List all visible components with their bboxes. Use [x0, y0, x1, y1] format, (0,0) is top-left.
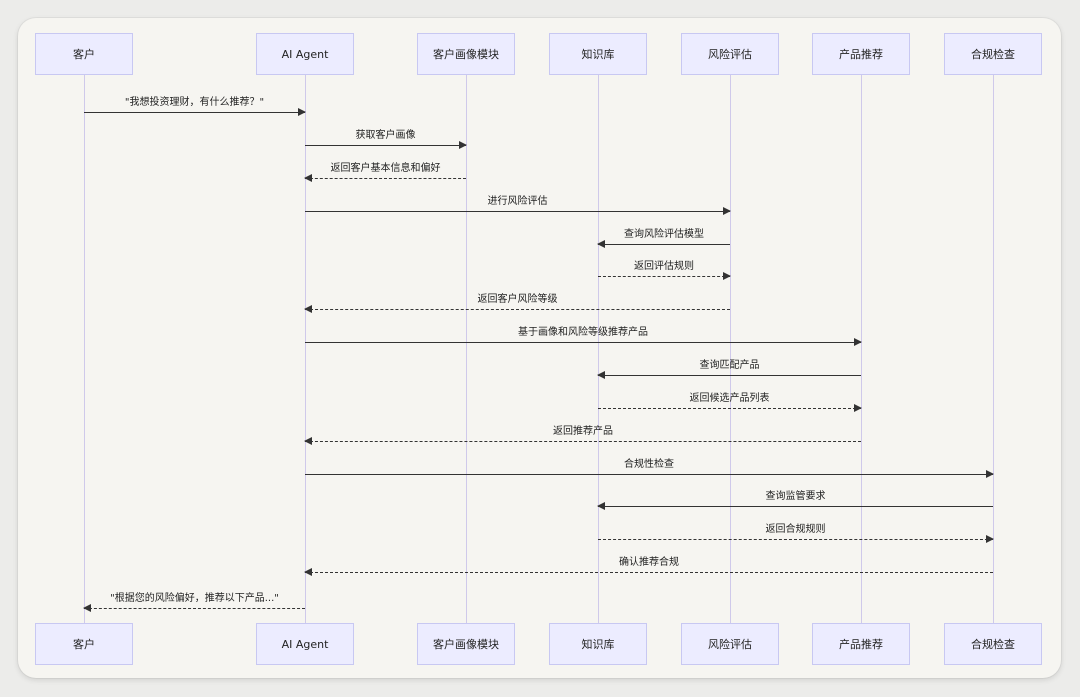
arrowhead-icon — [597, 240, 605, 248]
message-label: 进行风险评估 — [487, 196, 548, 207]
message-line — [305, 572, 993, 573]
message-line — [305, 342, 861, 343]
actor-bottom-customer: 客户 — [35, 623, 133, 665]
message-line — [84, 112, 305, 113]
arrowhead-icon — [986, 535, 994, 543]
arrowhead-icon — [854, 404, 862, 412]
arrowhead-icon — [298, 108, 306, 116]
message-line — [598, 408, 861, 409]
actor-top-kb: 知识库 — [549, 33, 647, 75]
arrowhead-icon — [304, 305, 312, 313]
message-label: 返回客户风险等级 — [477, 294, 558, 305]
actor-top-profile: 客户画像模块 — [417, 33, 515, 75]
actor-top-risk: 风险评估 — [681, 33, 779, 75]
message-line — [305, 441, 861, 442]
message-label: 确认推荐合规 — [619, 557, 679, 568]
message-label: 查询监管要求 — [765, 491, 826, 502]
message-label: "我想投资理财，有什么推荐？" — [124, 97, 265, 108]
lifeline-compliance — [993, 75, 994, 623]
message-label: "根据您的风险偏好，推荐以下产品..." — [110, 593, 279, 604]
arrowhead-icon — [723, 272, 731, 280]
message-label: 基于画像和风险等级推荐产品 — [518, 327, 648, 338]
message-label: 返回候选产品列表 — [689, 393, 770, 404]
lifeline-recommend — [861, 75, 862, 623]
actor-bottom-recommend: 产品推荐 — [812, 623, 910, 665]
arrowhead-icon — [304, 174, 312, 182]
actor-bottom-profile: 客户画像模块 — [417, 623, 515, 665]
lifeline-risk — [730, 75, 731, 623]
message-line — [305, 145, 466, 146]
message-line — [598, 506, 993, 507]
message-label: 查询风险评估模型 — [624, 229, 704, 240]
actor-top-recommend: 产品推荐 — [812, 33, 910, 75]
message-label: 返回客户基本信息和偏好 — [330, 163, 441, 174]
message-line — [598, 276, 730, 277]
arrowhead-icon — [986, 470, 994, 478]
message-line — [598, 375, 861, 376]
message-label: 返回评估规则 — [634, 261, 694, 272]
message-line — [305, 211, 730, 212]
actor-bottom-kb: 知识库 — [549, 623, 647, 665]
lifeline-customer — [84, 75, 85, 623]
actor-bottom-compliance: 合规检查 — [944, 623, 1042, 665]
message-label: 合规性检查 — [624, 459, 674, 470]
arrowhead-icon — [597, 371, 605, 379]
message-line — [598, 244, 730, 245]
message-label: 获取客户画像 — [355, 130, 416, 141]
arrowhead-icon — [597, 502, 605, 510]
message-line — [305, 474, 993, 475]
message-line — [84, 608, 305, 609]
message-label: 查询匹配产品 — [699, 360, 760, 371]
actor-bottom-risk: 风险评估 — [681, 623, 779, 665]
arrowhead-icon — [304, 568, 312, 576]
lifeline-profile — [466, 75, 467, 623]
message-line — [305, 178, 466, 179]
actor-top-customer: 客户 — [35, 33, 133, 75]
actor-bottom-agent: AI Agent — [256, 623, 354, 665]
arrowhead-icon — [854, 338, 862, 346]
arrowhead-icon — [459, 141, 467, 149]
arrowhead-icon — [723, 207, 731, 215]
actor-top-compliance: 合规检查 — [944, 33, 1042, 75]
arrowhead-icon — [304, 437, 312, 445]
actor-top-agent: AI Agent — [256, 33, 354, 75]
message-line — [305, 309, 730, 310]
lifeline-kb — [598, 75, 599, 623]
message-line — [598, 539, 993, 540]
message-label: 返回推荐产品 — [553, 426, 613, 437]
arrowhead-icon — [83, 604, 91, 612]
lifeline-agent — [305, 75, 306, 623]
message-label: 返回合规规则 — [765, 524, 826, 535]
